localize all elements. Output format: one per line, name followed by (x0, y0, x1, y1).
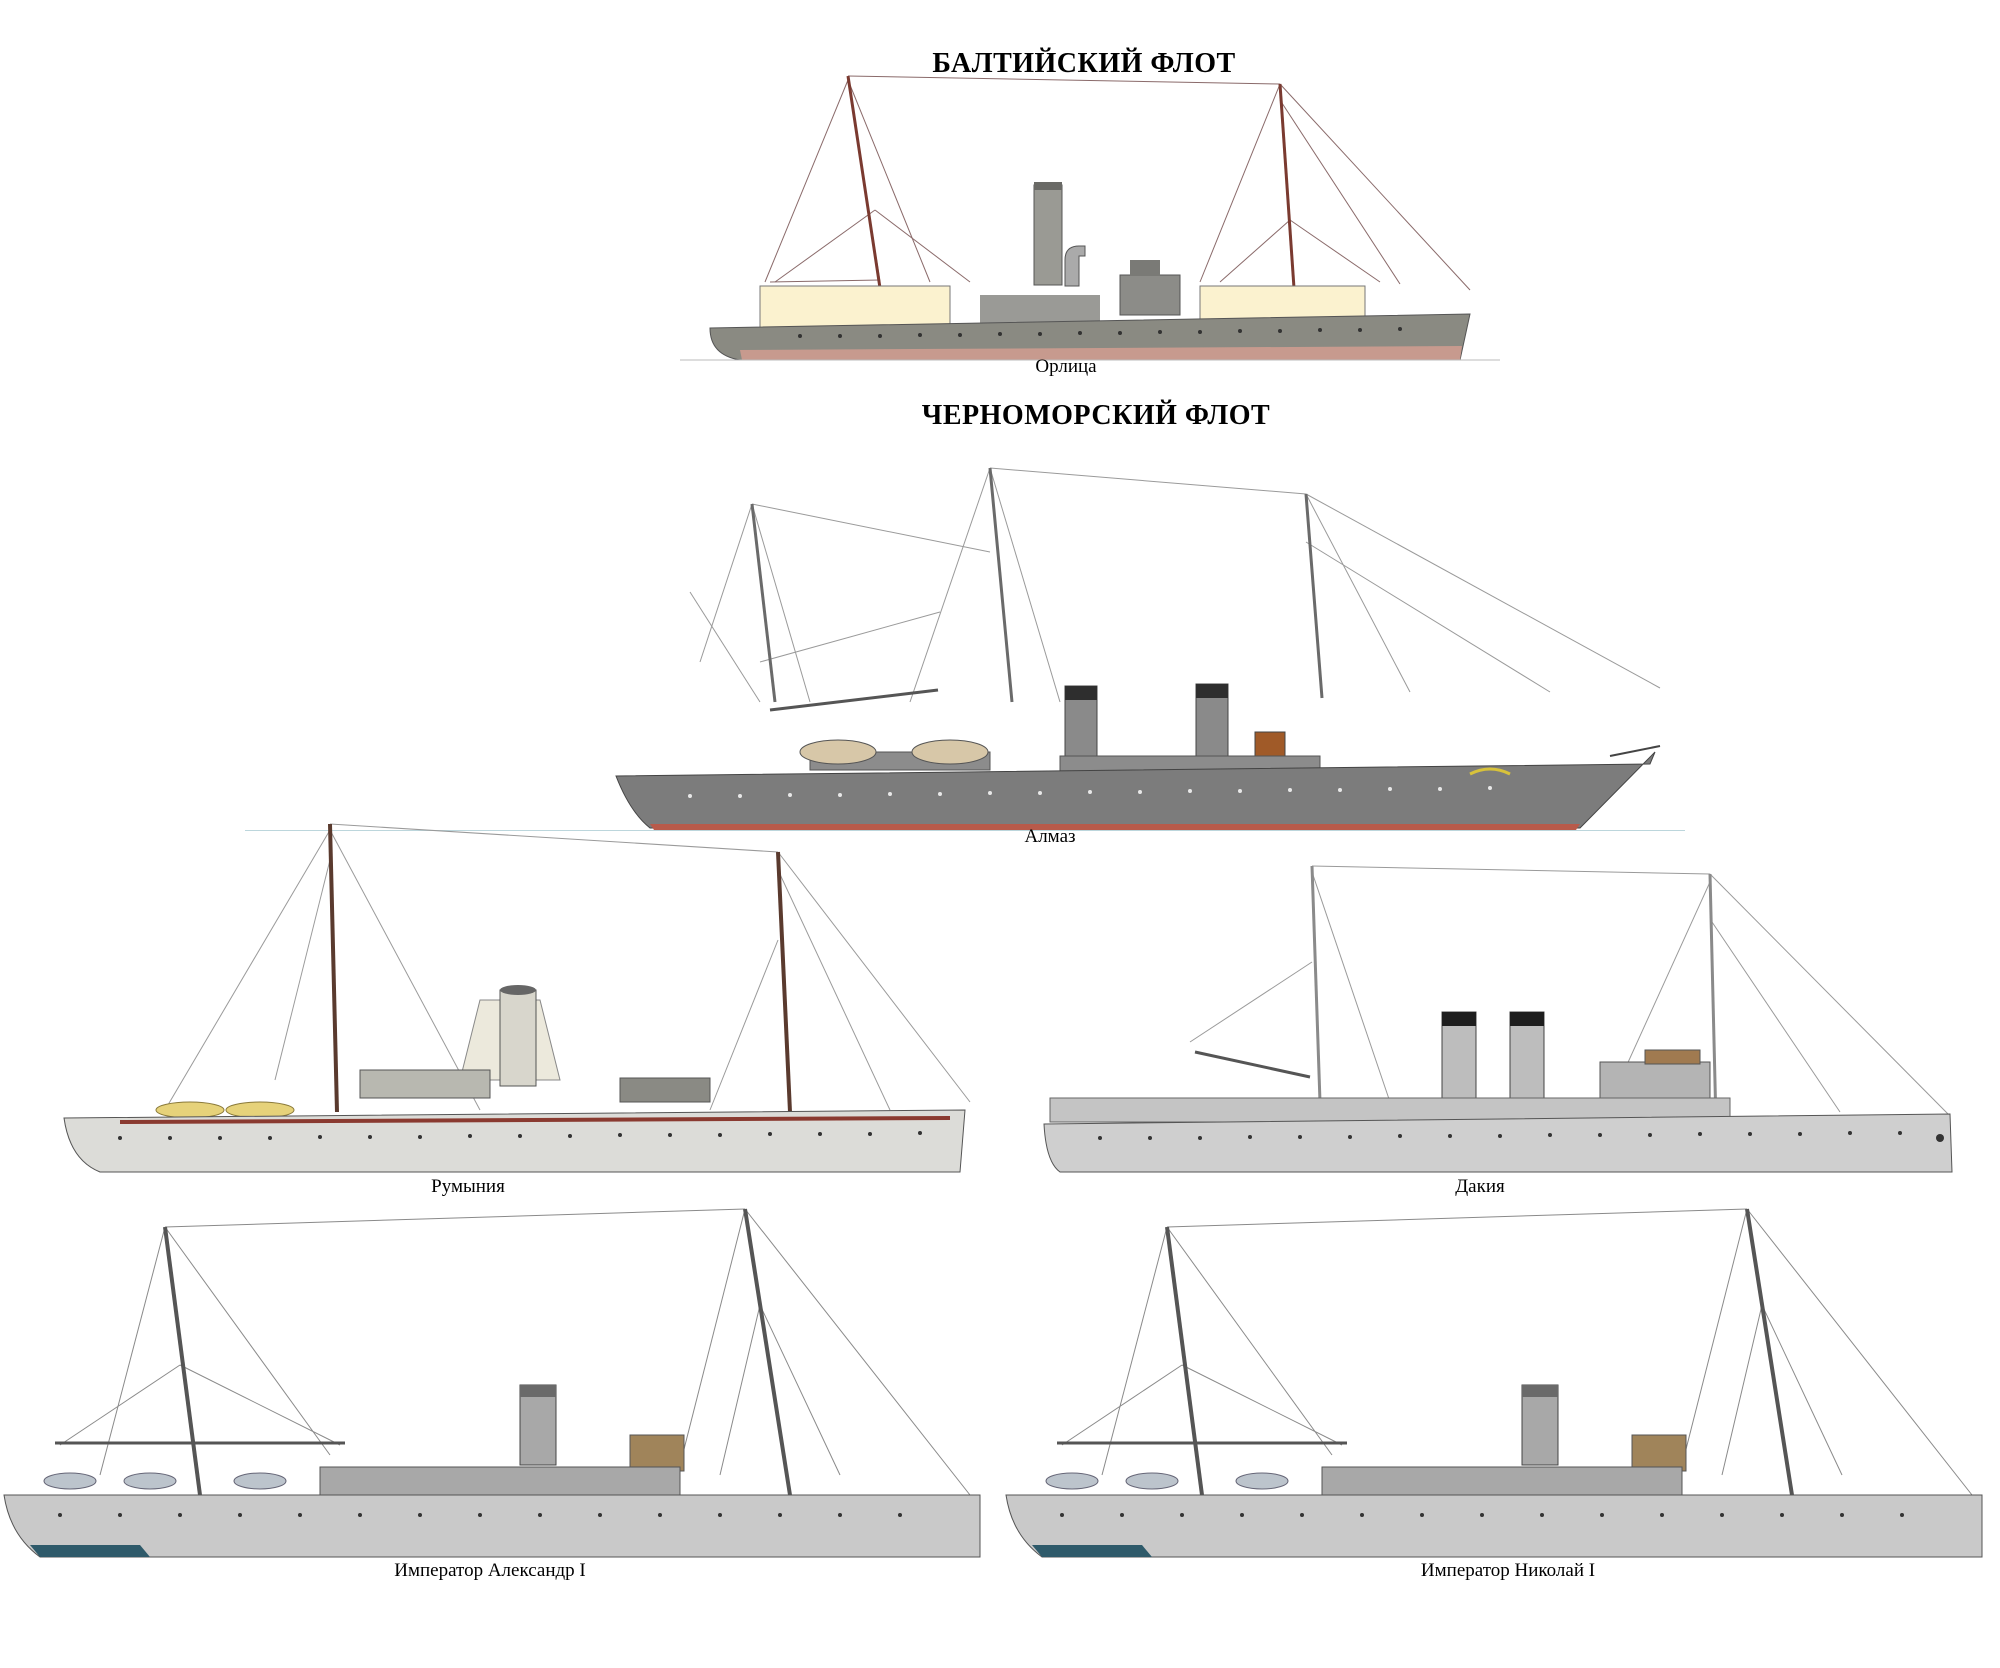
waterline-rule (245, 830, 1685, 831)
heading-black-sea-fleet: ЧЕРНОМОРСКИЙ ФЛОТ (921, 400, 1271, 431)
ship-drawing-imperator-nikolai (1002, 1205, 1987, 1565)
ship-drawing-almaz (610, 462, 1670, 832)
caption-rumyniya: Румыния (431, 1176, 505, 1197)
heading-baltic-fleet: БАЛТИЙСКИЙ ФЛОТ (932, 48, 1236, 79)
caption-almaz: Алмаз (1024, 826, 1076, 847)
caption-imperator-aleksandr: Император Александр I (394, 1560, 586, 1581)
ship-drawing-orlitsa (680, 70, 1500, 361)
caption-orlitsa: Орлица (1035, 356, 1097, 377)
ship-drawing-imperator-aleksandr (0, 1205, 985, 1565)
ship-drawing-dakiya (1040, 862, 1955, 1182)
ship-drawing-rumyniya (60, 820, 975, 1180)
caption-imperator-nikolai: Император Николай I (1420, 1560, 1596, 1581)
caption-dakiya: Дакия (1455, 1176, 1505, 1197)
